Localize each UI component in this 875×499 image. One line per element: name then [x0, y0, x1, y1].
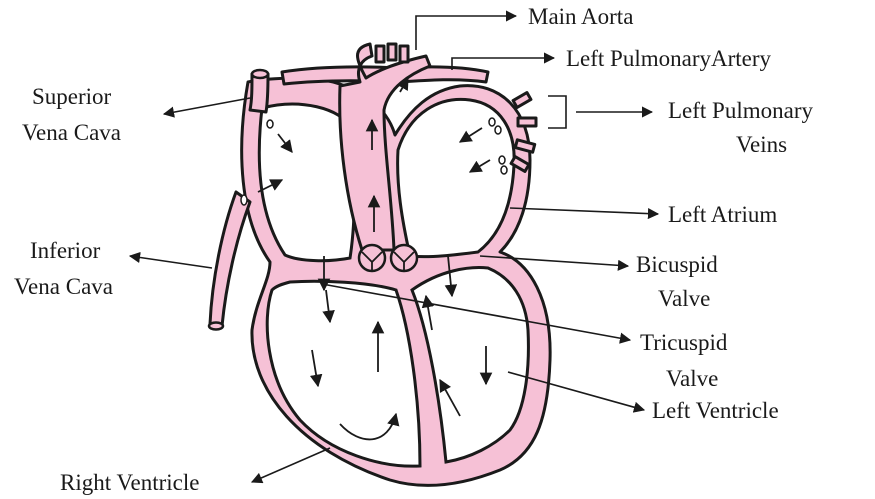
label-superior-vena-cava-line2: Vena Cava: [22, 120, 121, 145]
label-superior-vena-cava-line1: Superior: [32, 84, 112, 109]
label-main-aorta: Main Aorta: [528, 4, 633, 29]
label-inferior-vena-cava-line1: Inferior: [30, 238, 101, 263]
label-tricuspid-valve-line1: Tricuspid: [640, 330, 728, 355]
ivc-opening-inner: [241, 195, 247, 205]
pulmonary-vein-2: [518, 118, 536, 126]
right-ventricle-cavity: [267, 281, 420, 466]
superior-vena-cava-pointer: [164, 98, 250, 114]
aorta-branch-1: [376, 46, 384, 62]
left-atrium-cavity: [398, 99, 515, 256]
label-inferior-vena-cava-line2: Vena Cava: [14, 274, 113, 299]
left-pulmonary-veins-bracket: [548, 96, 566, 128]
vein-opening-1: [489, 118, 495, 126]
pulmonary-vein-1: [513, 93, 531, 108]
heart-illustration: [209, 44, 550, 485]
label-left-ventricle: Left Ventricle: [652, 398, 779, 423]
label-left-atrium: Left Atrium: [668, 202, 777, 227]
vein-opening-3: [499, 156, 505, 164]
inferior-vena-cava-pointer: [130, 256, 212, 268]
inferior-vena-cava-opening: [209, 323, 223, 330]
label-bicuspid-valve-line2: Valve: [658, 286, 710, 311]
label-tricuspid-valve-line2: Valve: [666, 366, 718, 391]
left-atrium-pointer: [510, 208, 658, 214]
superior-vena-cava-vessel: [250, 74, 268, 112]
superior-vena-cava-opening: [252, 70, 268, 78]
vein-opening-2: [495, 126, 501, 134]
label-right-ventricle: Right Ventricle: [60, 470, 199, 495]
vein-opening-4: [501, 166, 507, 174]
aorta-branch-2: [388, 44, 396, 60]
right-ventricle-pointer: [252, 448, 330, 482]
label-bicuspid-valve-line1: Bicuspid: [636, 252, 718, 277]
main-aorta-pointer: [416, 16, 516, 50]
label-left-pulmonary-artery: Left PulmonaryArtery: [566, 46, 772, 71]
label-left-pulmonary-veins-line1: Left Pulmonary: [668, 98, 813, 123]
aorta-branch-3: [400, 46, 408, 62]
label-left-pulmonary-veins-line2: Veins: [736, 132, 787, 157]
inferior-vena-cava-vessel: [210, 192, 250, 326]
svc-opening-inner: [267, 120, 273, 128]
